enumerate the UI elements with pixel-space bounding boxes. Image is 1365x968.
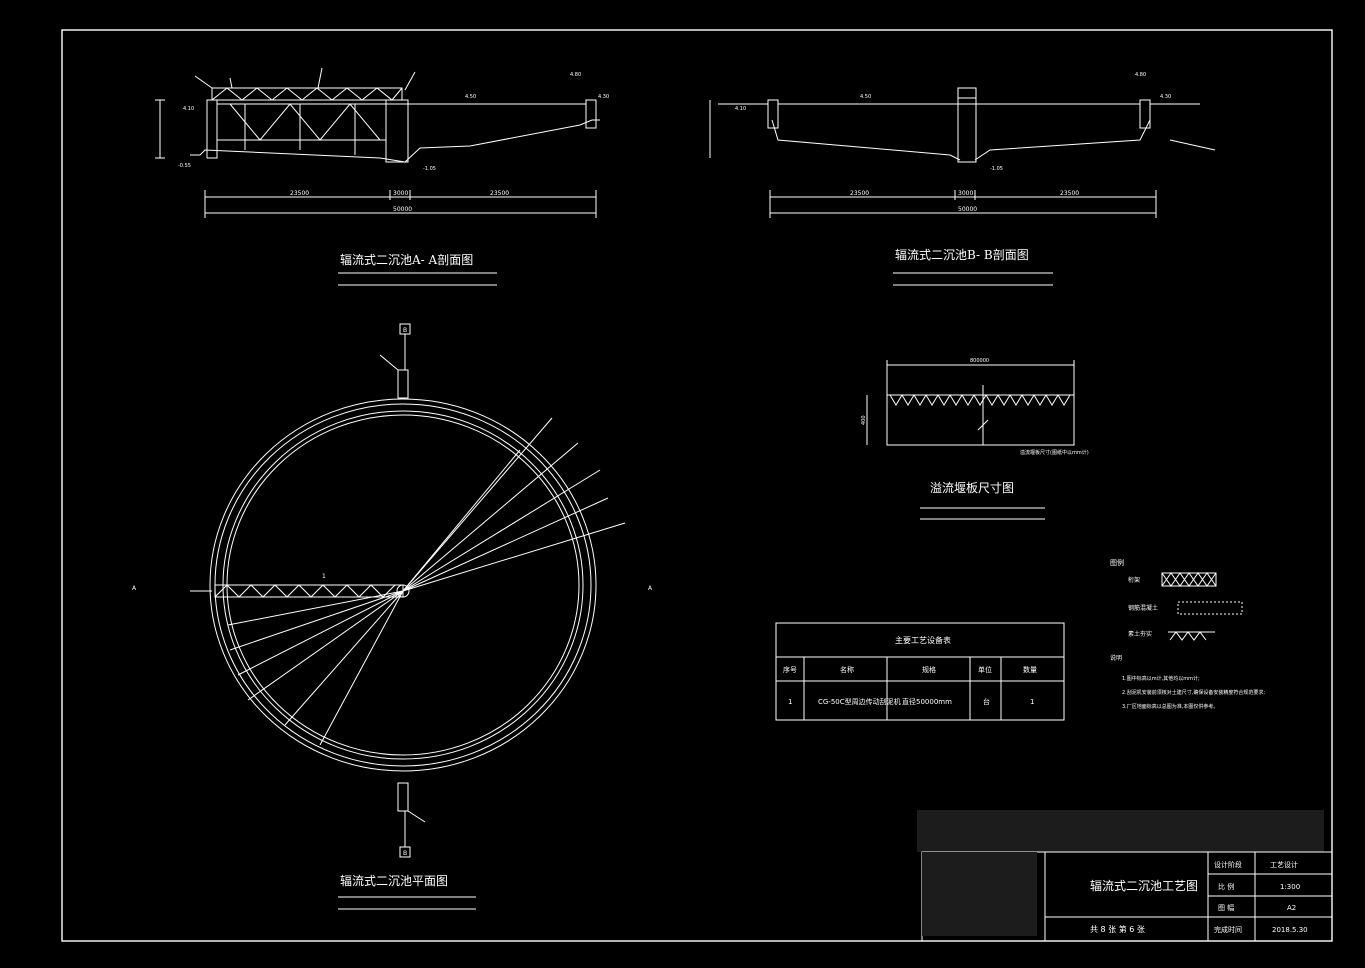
legend-item-soil: 素土夯实 xyxy=(1128,630,1152,638)
weir-width: 800000 xyxy=(970,358,989,364)
bb-dim-1: 23500 xyxy=(850,190,869,197)
marker-b-top: B xyxy=(403,327,407,334)
notes-title: 说明 xyxy=(1110,654,1122,662)
aa-level-4: 4.10 xyxy=(183,106,194,112)
legend-item-concrete: 钢筋混凝土 xyxy=(1128,604,1158,612)
equipment-table xyxy=(775,622,1065,721)
drawing-frame xyxy=(61,29,1333,942)
marker-a-left: A xyxy=(132,585,137,592)
eq-header-no: 序号 xyxy=(783,665,797,674)
tb-label-date: 完成时间 xyxy=(1214,925,1242,934)
title-block-mask-left xyxy=(922,852,1037,936)
note-1: 1.图中标高以m计,其他均以mm计; xyxy=(1122,675,1200,682)
weir-title: 溢流堰板尺寸图 xyxy=(930,481,1014,495)
tb-value-size: A2 xyxy=(1287,904,1296,912)
eq-cell-spec: 直径50000mm xyxy=(902,697,952,706)
legend-title: 图例 xyxy=(1110,558,1124,567)
aa-dim-2: 3000 xyxy=(393,190,408,197)
section-aa-drawing xyxy=(155,67,600,218)
equipment-table-title: 主要工艺设备表 xyxy=(895,635,951,645)
tb-label-size: 图 幅 xyxy=(1218,903,1234,912)
eq-cell-qty: 1 xyxy=(1030,698,1034,706)
tb-label-stage: 设计阶段 xyxy=(1214,860,1242,869)
eq-cell-no: 1 xyxy=(788,698,792,706)
aa-level-1: 4.80 xyxy=(570,72,581,78)
sheet-number: 共 8 张 第 6 张 xyxy=(1090,924,1145,934)
bb-dim-3: 23500 xyxy=(1060,190,1079,197)
eq-header-spec: 规格 xyxy=(922,665,936,674)
tb-value-date: 2018.5.30 xyxy=(1272,926,1308,934)
bb-dim-total: 50000 xyxy=(958,206,977,213)
plan-title: 辐流式二沉池平面图 xyxy=(340,873,448,888)
section-aa-dims: 23500 3000 23500 50000 4.80 4.50 4.30 4.… xyxy=(178,72,609,213)
aa-level-3: 4.30 xyxy=(598,94,609,100)
aa-dim-3: 23500 xyxy=(490,190,509,197)
eq-header-qty: 数量 xyxy=(1023,665,1037,674)
aa-level-2: 4.50 xyxy=(465,94,476,100)
legend-swatches xyxy=(1161,572,1243,641)
tb-value-scale: 1:300 xyxy=(1280,883,1300,891)
tb-value-stage: 工艺设计 xyxy=(1270,860,1298,869)
weir-plate xyxy=(866,360,1075,446)
plan-view xyxy=(190,323,626,858)
aa-level-6: -1.05 xyxy=(423,166,436,172)
bb-level-1: 4.80 xyxy=(1135,72,1146,78)
title-block-mask-top xyxy=(917,810,1324,852)
eq-cell-name: CG-50C型周边传动刮泥机 xyxy=(818,697,901,706)
weir-height: 400 xyxy=(861,415,867,425)
tb-label-scale: 比 例 xyxy=(1218,882,1234,891)
section-bb-dims: 23500 3000 23500 50000 4.80 4.50 4.30 4.… xyxy=(735,72,1171,213)
bb-dim-2: 3000 xyxy=(958,190,973,197)
marker-b-bottom: B xyxy=(403,850,407,857)
section-bb-drawing xyxy=(709,87,1216,218)
plan-item-label: 1 xyxy=(322,573,326,580)
eq-header-unit: 单位 xyxy=(978,665,992,674)
note-2: 2.刮泥机安装前须核对土建尺寸,确保设备安装精度符合规范要求; xyxy=(1122,689,1265,696)
eq-cell-unit: 台 xyxy=(983,697,990,706)
drawing-name: 辐流式二沉池工艺图 xyxy=(1090,878,1198,893)
section-aa-title: 辐流式二沉池A- A剖面图 xyxy=(340,252,473,267)
bb-level-5: -1.05 xyxy=(990,166,1003,172)
aa-level-5: -0.55 xyxy=(178,163,191,169)
aa-dim-1: 23500 xyxy=(290,190,309,197)
note-3: 3.厂区地面标高以总图为准,本图仅供参考。 xyxy=(1122,703,1218,710)
bb-level-3: 4.30 xyxy=(1160,94,1171,100)
bb-level-2: 4.50 xyxy=(860,94,871,100)
section-bb-title: 辐流式二沉池B- B剖面图 xyxy=(895,247,1029,262)
marker-a-right: A xyxy=(648,585,653,592)
bb-level-4: 4.10 xyxy=(735,106,746,112)
eq-header-name: 名称 xyxy=(840,665,854,674)
aa-dim-total: 50000 xyxy=(393,206,412,213)
legend-item-truss: 桁架 xyxy=(1128,576,1140,584)
weir-label: 溢流堰板尺寸(图纸中以mm计) xyxy=(1020,449,1089,456)
